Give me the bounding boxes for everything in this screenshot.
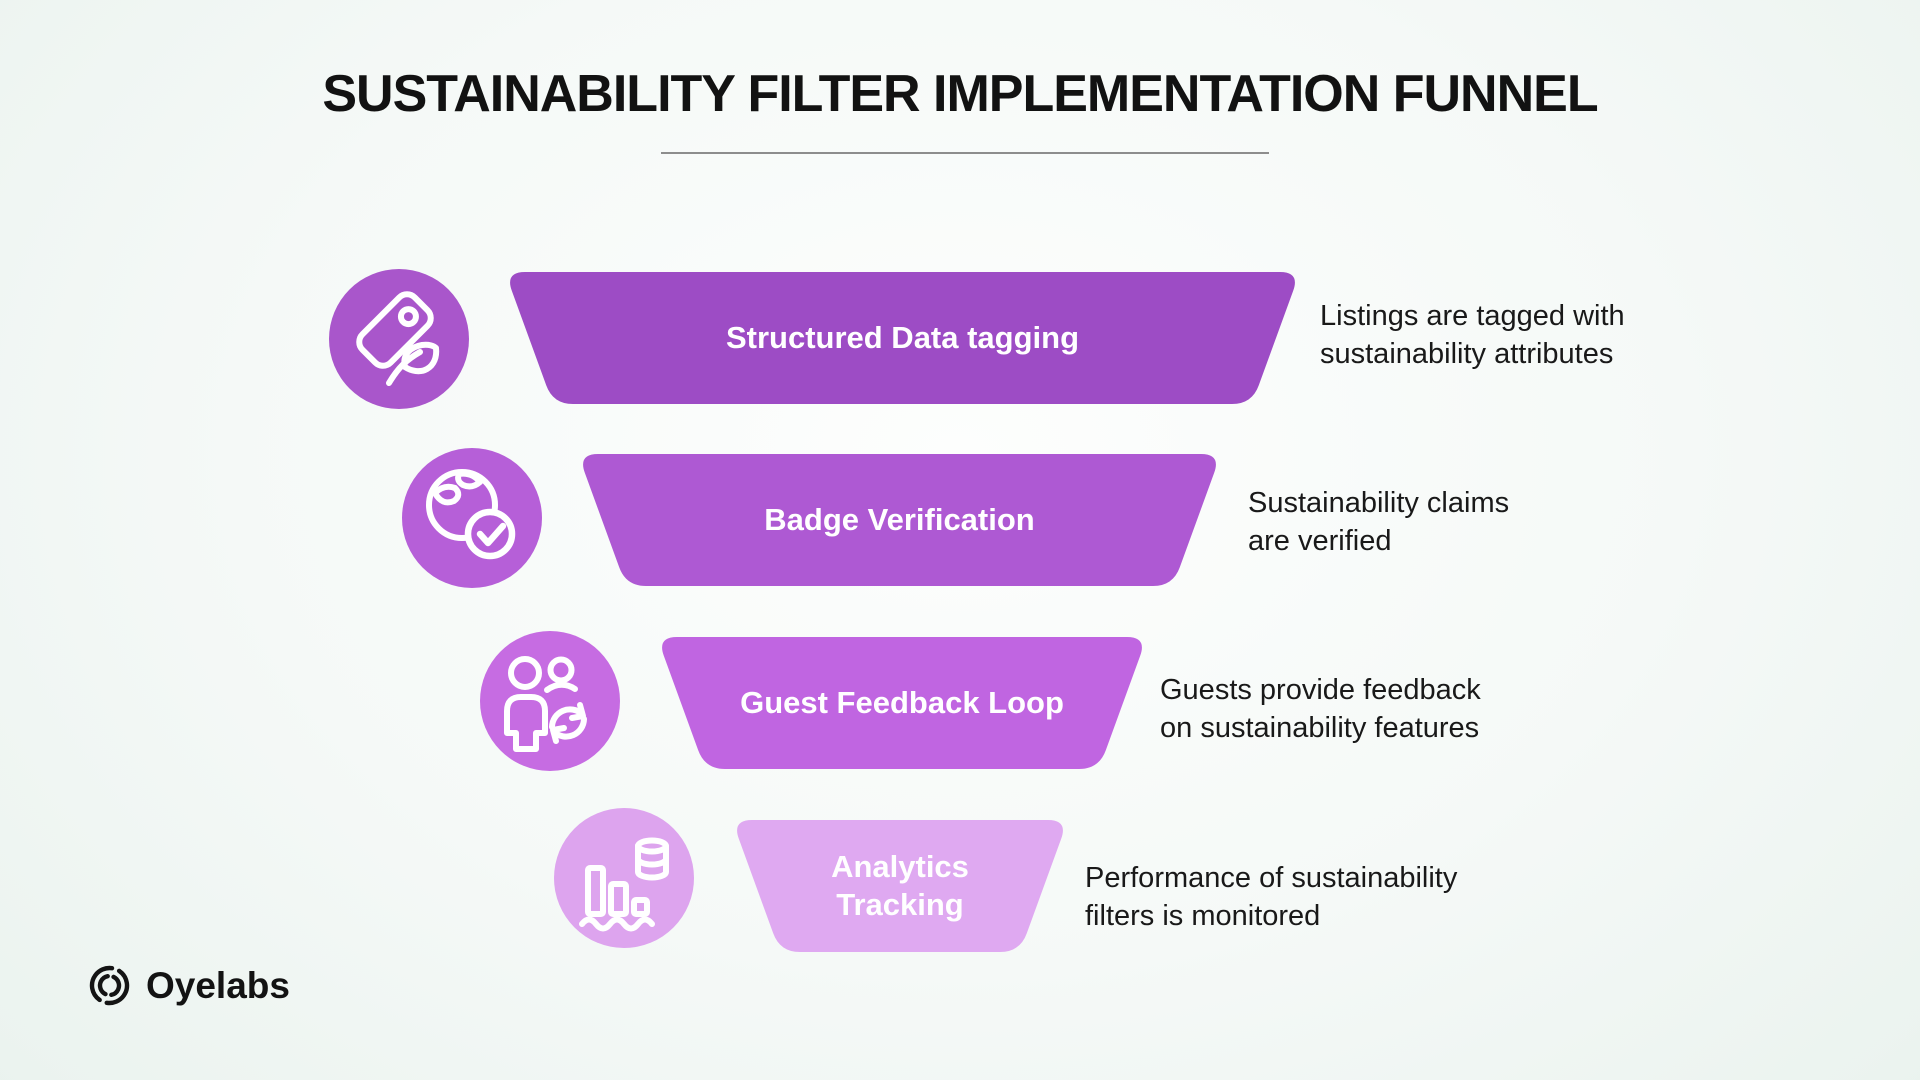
- funnel-bar-stage-3: [662, 637, 1142, 769]
- funnel-stage-3-label: Guest Feedback Loop: [740, 685, 1064, 721]
- analytics-chart-icon: [554, 808, 694, 948]
- tag-leaf-icon: [329, 269, 469, 409]
- people-refresh-icon: [480, 631, 620, 771]
- funnel-stage-4-description: Performance of sustainability filters is…: [1085, 862, 1458, 932]
- funnel-bar-stage-2: [583, 454, 1216, 586]
- brand-footer: Oyelabs: [86, 962, 290, 1009]
- page-title: SUSTAINABILITY FILTER IMPLEMENTATION FUN…: [322, 65, 1598, 123]
- funnel-stage-4-label: Analytics Tracking: [831, 849, 969, 922]
- globe-check-icon: [402, 448, 542, 588]
- funnel-bar-stage-4: [737, 820, 1063, 952]
- funnel-stage-2-label: Badge Verification: [764, 502, 1035, 538]
- funnel-stage-1-label: Structured Data tagging: [725, 320, 1080, 356]
- funnel-bar-stage-1: [510, 272, 1295, 404]
- funnel-stage-1-description: Listings are tagged with sustainability …: [1320, 300, 1625, 370]
- funnel-stage-2-description: Sustainability claims are verified: [1248, 487, 1510, 557]
- funnel-stage-3-description: Guests provide feedback on sustainabilit…: [1160, 674, 1481, 744]
- title-underline: [661, 152, 1269, 154]
- double-ring-logo-icon: [89, 965, 130, 1006]
- brand-name: Oyelabs: [146, 964, 290, 1006]
